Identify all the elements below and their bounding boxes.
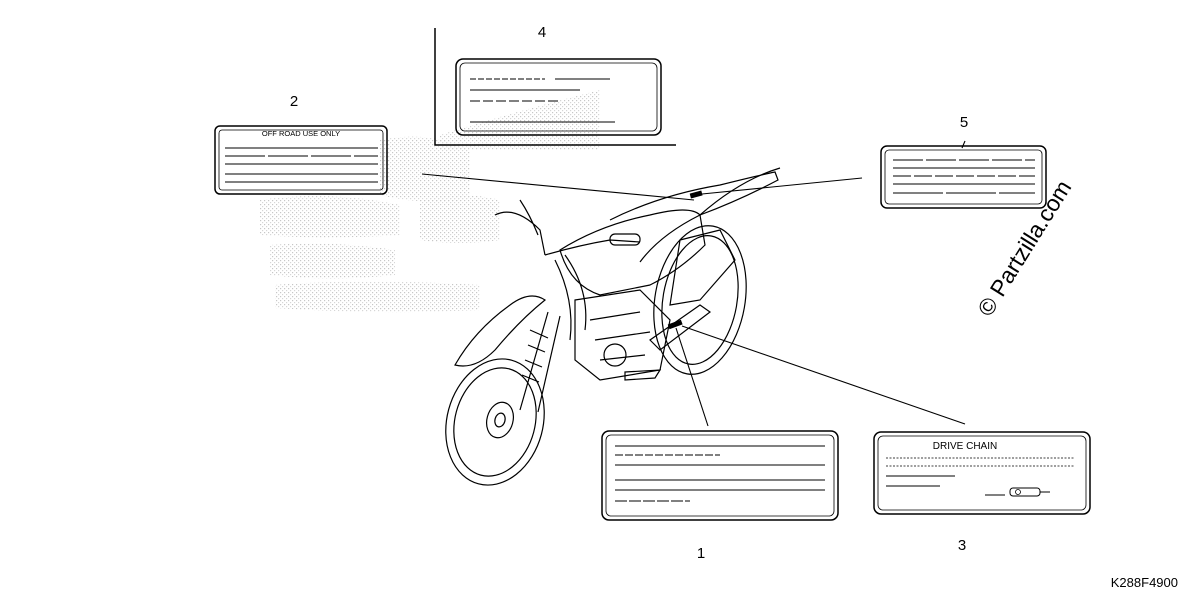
frame-bracket <box>434 28 676 146</box>
part-code: K288F4900 <box>1111 575 1178 590</box>
label-2-off-road-sticker: OFF ROAD USE ONLY <box>214 125 388 195</box>
label-5-sticker <box>880 145 1047 209</box>
callout-3: 3 <box>958 537 966 554</box>
callout-1: 1 <box>697 545 705 562</box>
motorcycle-illustration <box>445 167 781 486</box>
partzilla-watermark: © Partzilla.com <box>972 175 1076 320</box>
label-4-warning-sticker <box>455 58 662 136</box>
background-logo-stipple <box>260 90 600 313</box>
off-road-text: OFF ROAD USE ONLY <box>262 129 340 138</box>
sticker-location-marks <box>667 190 703 330</box>
callout-5: 5 <box>960 114 968 131</box>
label-3-drive-chain-sticker: DRIVE CHAIN <box>873 431 1091 515</box>
label-1-sticker <box>601 430 839 521</box>
callout-4: 4 <box>538 24 546 41</box>
drive-chain-text: DRIVE CHAIN <box>933 441 997 452</box>
leader-lines <box>421 140 966 427</box>
callout-2: 2 <box>290 93 298 110</box>
